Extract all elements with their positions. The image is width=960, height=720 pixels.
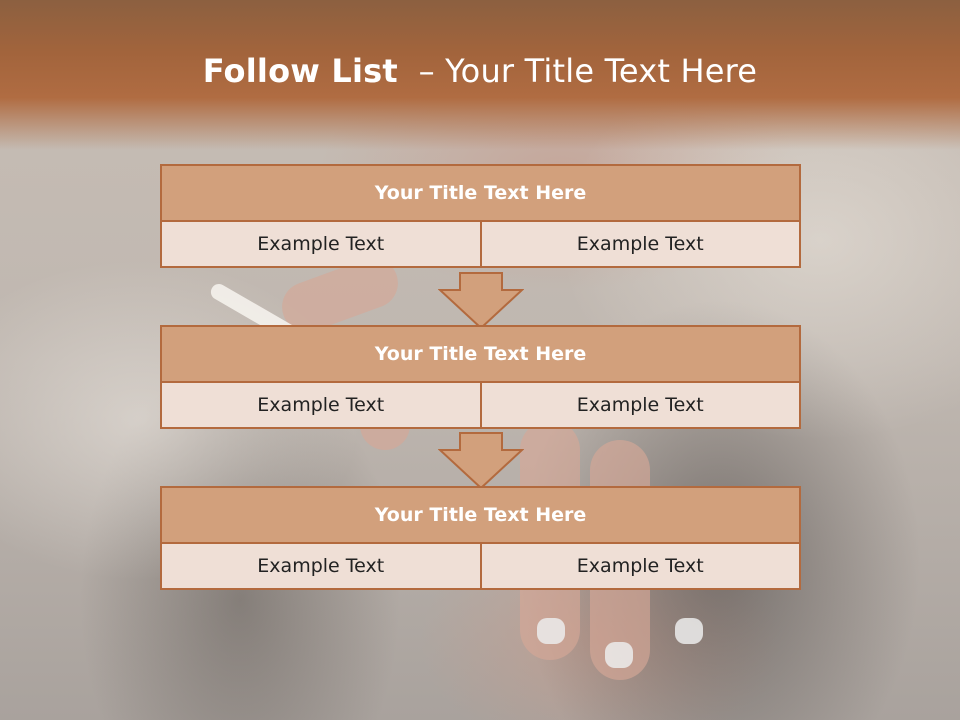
background-nail — [675, 618, 703, 644]
list-block-2: Your Title Text Here Example Text Exampl… — [160, 325, 801, 429]
block-cell-right: Example Text — [479, 220, 801, 268]
down-arrow-icon — [438, 432, 524, 490]
block-cell-right: Example Text — [479, 381, 801, 429]
block-title: Your Title Text Here — [160, 325, 801, 381]
block-title: Your Title Text Here — [160, 164, 801, 220]
background-nail — [605, 642, 633, 668]
block-cell-left: Example Text — [160, 381, 482, 429]
background-nail — [537, 618, 565, 644]
page-title: Follow List – Your Title Text Here — [0, 52, 960, 90]
list-block-3: Your Title Text Here Example Text Exampl… — [160, 486, 801, 590]
block-row: Example Text Example Text — [160, 542, 801, 590]
down-arrow-icon — [438, 272, 524, 330]
header-band — [0, 0, 960, 150]
block-cell-right: Example Text — [479, 542, 801, 590]
title-bold: Follow List — [202, 52, 398, 90]
block-title: Your Title Text Here — [160, 486, 801, 542]
block-cell-left: Example Text — [160, 220, 482, 268]
title-rest: – Your Title Text Here — [418, 52, 758, 90]
block-cell-left: Example Text — [160, 542, 482, 590]
block-row: Example Text Example Text — [160, 220, 801, 268]
block-row: Example Text Example Text — [160, 381, 801, 429]
list-block-1: Your Title Text Here Example Text Exampl… — [160, 164, 801, 268]
